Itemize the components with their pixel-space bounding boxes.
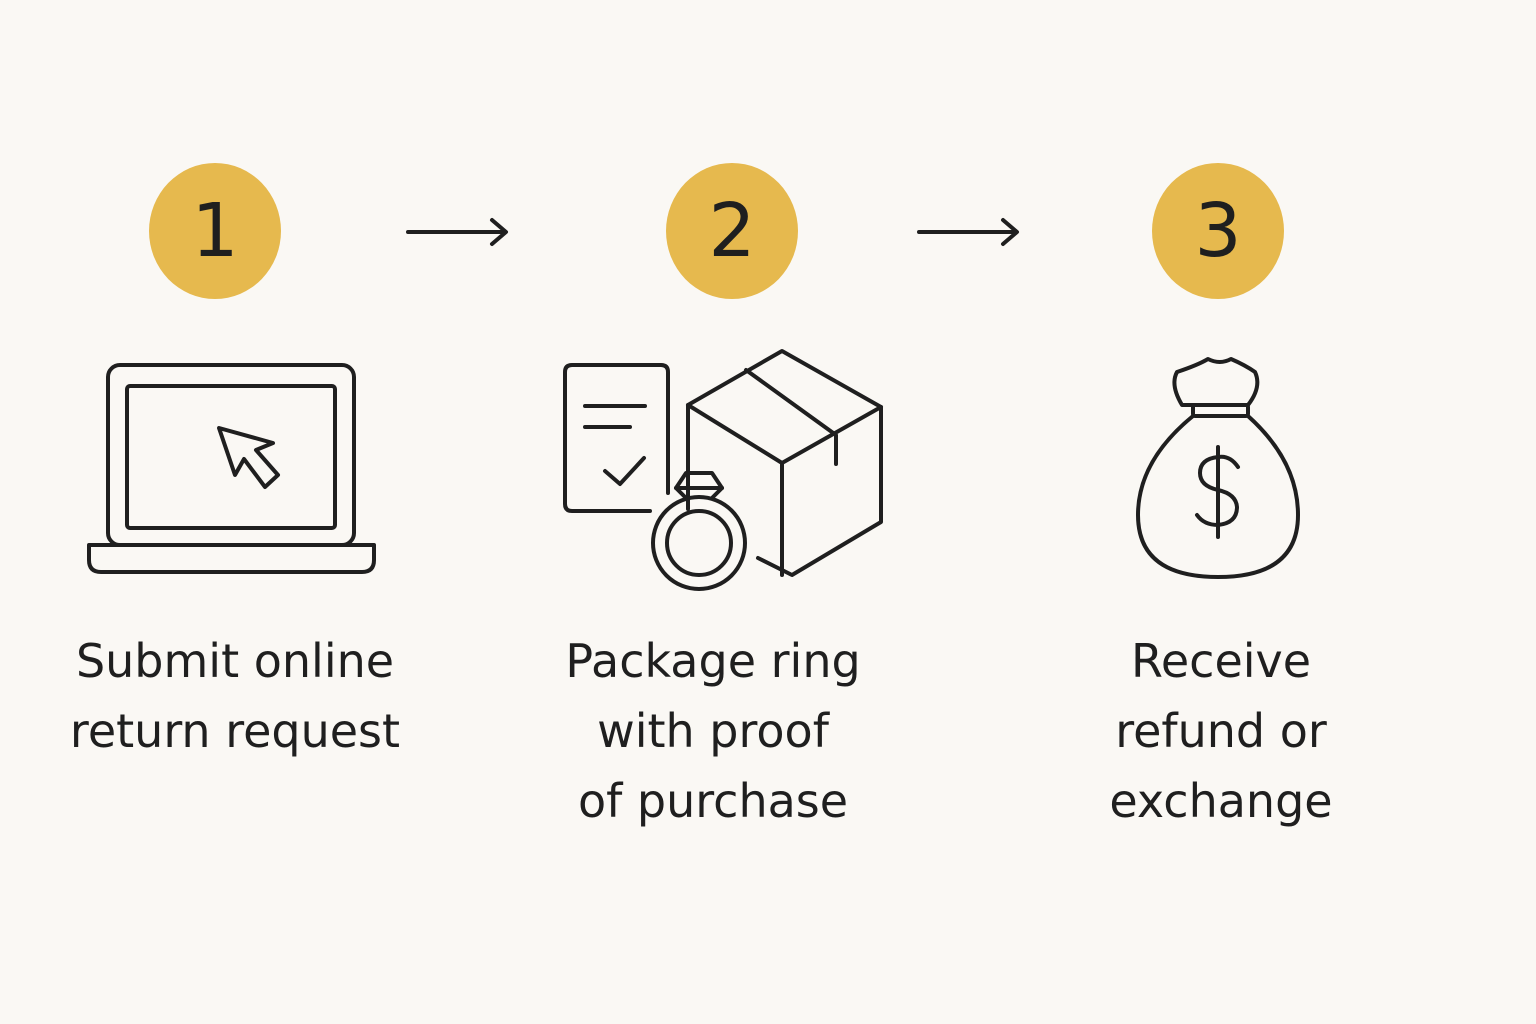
step-1-label-line: Submit online: [75, 634, 395, 688]
step-3-label-line: exchange: [1109, 774, 1333, 828]
step-2-label: Package ring with proof of purchase: [518, 626, 908, 836]
step-2-label-line: of purchase: [577, 774, 849, 828]
arrow-right-icon: [406, 218, 508, 246]
step-2-badge: 2: [666, 163, 798, 299]
step-3-badge: 3: [1152, 163, 1284, 299]
step-1-number: 1: [191, 188, 239, 274]
step-3-label-line: refund or: [1115, 704, 1327, 758]
step-2-number: 2: [708, 188, 756, 274]
step-1-badge: 1: [149, 163, 281, 299]
step-3-label: Receive refund or exchange: [1026, 626, 1416, 836]
laptop-cursor-icon: [87, 363, 376, 574]
arrow-right-icon: [917, 218, 1019, 246]
step-2-label-line: Package ring: [565, 634, 861, 688]
step-2-label-line: with proof: [597, 704, 829, 758]
step-1-label: Submit online return request: [40, 626, 430, 766]
step-1-label-line: return request: [69, 704, 401, 758]
money-bag-icon: [1136, 357, 1300, 579]
step-3-label-line: Receive: [1130, 634, 1312, 688]
step-3-number: 3: [1194, 188, 1242, 274]
package-ring-receipt-icon: [563, 349, 883, 591]
